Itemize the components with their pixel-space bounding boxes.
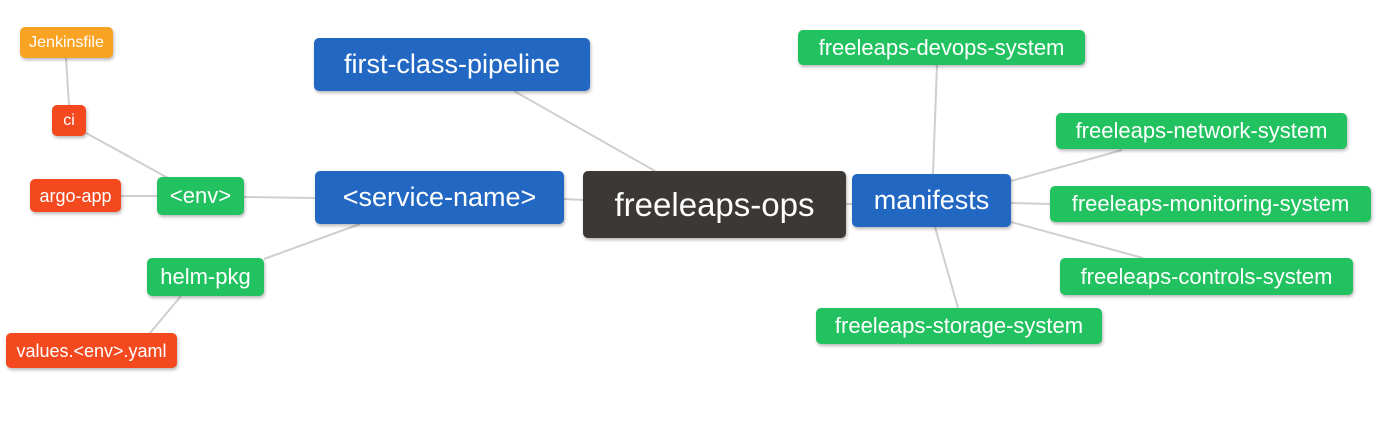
- edge-manifests-freeleaps-devops-system: [932, 64, 938, 175]
- edge-manifests-freeleaps-monitoring-system: [1010, 202, 1051, 205]
- node-freeleaps-controls-system[interactable]: freeleaps-controls-system: [1060, 258, 1353, 295]
- edge-jenkinsfile-ci: [65, 57, 70, 106]
- node-argo-app[interactable]: argo-app: [30, 179, 121, 212]
- node-freeleaps-monitoring-system[interactable]: freeleaps-monitoring-system: [1050, 186, 1371, 222]
- node-manifests[interactable]: manifests: [852, 174, 1011, 227]
- node-freeleaps-network-system[interactable]: freeleaps-network-system: [1056, 113, 1347, 149]
- node-service-name[interactable]: <service-name>: [315, 171, 564, 224]
- node-jenkinsfile[interactable]: Jenkinsfile: [20, 27, 113, 58]
- edge-manifests-freeleaps-network-system: [1010, 149, 1123, 182]
- edge-manifests-freeleaps-storage-system: [934, 226, 959, 309]
- node-freeleaps-devops-system[interactable]: freeleaps-devops-system: [798, 30, 1085, 65]
- edge-service-name-freeleaps-ops: [563, 198, 584, 201]
- edge-env-service-name: [243, 196, 316, 199]
- node-helm-pkg[interactable]: helm-pkg: [147, 258, 264, 296]
- node-freeleaps-ops[interactable]: freeleaps-ops: [583, 171, 846, 238]
- edge-first-class-pipeline-freeleaps-ops: [513, 90, 656, 172]
- node-first-class-pipeline[interactable]: first-class-pipeline: [314, 38, 590, 91]
- edge-service-name-helm-pkg: [263, 223, 361, 260]
- edge-ci-env: [85, 132, 169, 179]
- edge-helm-pkg-values-env-yaml: [149, 295, 182, 334]
- node-env[interactable]: <env>: [157, 177, 244, 215]
- edge-manifests-freeleaps-controls-system: [1010, 221, 1144, 259]
- node-freeleaps-storage-system[interactable]: freeleaps-storage-system: [816, 308, 1102, 344]
- node-ci[interactable]: ci: [52, 105, 86, 136]
- node-values-env-yaml[interactable]: values.<env>.yaml: [6, 333, 177, 368]
